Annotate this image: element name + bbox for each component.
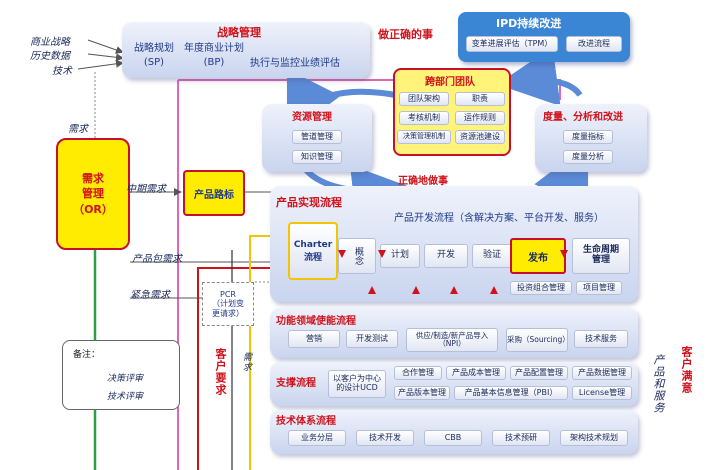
products-services-label: 产品和服务 — [652, 354, 665, 414]
business-layer-item: 业务分层 — [288, 430, 346, 446]
cost-item: 产品成本管理 — [446, 366, 506, 380]
support-title: 支撑流程 — [276, 378, 316, 389]
technical-review-marker — [412, 286, 420, 294]
functional-panel: 功能领域使能流程 营销 开发测试 供应/制造/新产品导入（NPI） 采购（Sou… — [270, 308, 638, 358]
cross-team-panel: 跨部门团队 团队架构 职责 考核机制 运作规则 决策管理机制 资源池建设 — [393, 68, 511, 156]
req-box-line1: 需求 — [82, 171, 104, 185]
resource-panel: 资源管理 管道管理 知识管理 — [262, 104, 372, 172]
tech-dev-item: 技术开发 — [356, 430, 414, 446]
concept-step: 概念 — [338, 238, 376, 274]
release-step: 发布 — [510, 238, 566, 274]
req-box-line3: （OR） — [73, 202, 113, 216]
ipd-improve-item: 改进流程 — [566, 36, 622, 52]
lifecycle-line1: 生命周期 — [582, 245, 619, 256]
tech-research-item: 技术预研 — [492, 430, 550, 446]
input-technology: 技术 — [52, 66, 72, 77]
ipd-title: IPD持续改进 — [496, 17, 562, 30]
sp-label: 战略规划(SP) — [134, 43, 174, 68]
project-item: 项目管理 — [576, 281, 622, 295]
legend-title: 备注： — [73, 350, 101, 360]
legend-decision-label: 决策评审 — [107, 374, 144, 384]
measure-panel: 度量、分析和改进 度量指标 度量分析 — [535, 104, 647, 172]
ucd-line1: 以客户为中心 — [333, 374, 381, 384]
pcr-line2: （计划变 — [212, 299, 244, 309]
decision-review-marker — [560, 250, 568, 258]
tech-service-item: 技术服务 — [574, 330, 628, 348]
cooperation-item: 合作管理 — [394, 366, 442, 380]
mid-term-req-label: 中期需求 — [126, 184, 166, 195]
charter-box: Charter 流程 — [288, 222, 338, 280]
responsibility-item: 职责 — [455, 92, 505, 106]
ipd-panel: IPD持续改进 变革进展评估（TPM） 改进流程 — [458, 12, 630, 62]
pcr-box: PCR （计划变 更请求） — [202, 282, 254, 326]
req-top-label: 需求 — [68, 124, 88, 135]
charter-line1: Charter — [293, 239, 333, 250]
ipd-tpm-item: 变革进展评估（TPM） — [466, 36, 558, 52]
req-box-line2: 管理 — [82, 187, 104, 201]
portfolio-item: 投资组合管理 — [510, 281, 572, 295]
ucd-item: 以客户为中心 的设计UCD — [328, 370, 386, 398]
resource-pool-item: 资源池建设 — [455, 130, 505, 144]
lifecycle-line2: 管理 — [591, 255, 610, 265]
customer-satisfaction-label: 客户满意 — [680, 346, 693, 394]
support-panel: 支撑流程 以客户为中心 的设计UCD 合作管理 产品成本管理 产品配置管理 产品… — [270, 362, 638, 406]
do-right-thing-label: 做正确的事 — [378, 28, 433, 41]
pbi-item: 产品基本信息管理（PBI） — [454, 386, 568, 400]
tech-title: 技术体系流程 — [276, 416, 336, 427]
sourcing-item: 采购（Sourcing） — [506, 328, 570, 352]
team-structure-item: 团队架构 — [399, 92, 449, 106]
version-item: 产品版本管理 — [394, 386, 450, 400]
dev-test-item: 开发测试 — [346, 330, 398, 348]
technical-review-marker — [490, 286, 498, 294]
data-item: 产品数据管理 — [572, 366, 632, 380]
lifecycle-step: 生命周期 管理 — [572, 238, 630, 274]
customer-requirement-label: 客户要求 — [214, 348, 227, 396]
resource-title: 资源管理 — [292, 112, 332, 123]
arch-planning-item: 架构技术规划 — [560, 430, 628, 446]
bp-label: 年度商业计划(BP) — [184, 43, 244, 68]
do-things-right-label: 正确地做事 — [398, 176, 448, 187]
pcr-line1: PCR — [220, 289, 236, 299]
requirement-vertical-label: 需求 — [241, 352, 251, 372]
license-item: License管理 — [572, 386, 632, 400]
product-flow-title: 产品实现流程 — [276, 196, 342, 209]
knowledge-item: 知识管理 — [292, 150, 342, 164]
cross-team-title: 跨部门团队 — [425, 77, 475, 88]
product-flow-subtitle: 产品开发流程（含解决方案、平台开发、服务） — [394, 213, 604, 224]
plan-step: 计划 — [380, 244, 420, 268]
assessment-item: 考核机制 — [399, 111, 449, 125]
supply-npi-item: 供应/制造/新产品导入（NPI） — [406, 328, 498, 352]
decision-review-marker — [338, 250, 346, 258]
product-roadmap-box: 产品路标 — [183, 170, 245, 216]
urgent-req-label: 紧急需求 — [130, 290, 170, 301]
legend-technical-label: 技术评审 — [107, 392, 144, 402]
technical-review-marker — [368, 286, 376, 294]
pipeline-item: 管道管理 — [292, 130, 342, 144]
input-business-strategy: 商业战略 — [30, 37, 70, 48]
legend-box: 备注： 决策评审 技术评审 — [62, 340, 180, 410]
marketing-item: 营销 — [288, 330, 340, 348]
exec-monitor-label: 执行与监控业绩评估 — [250, 58, 340, 69]
functional-title: 功能领域使能流程 — [276, 316, 356, 327]
strategy-title: 战略管理 — [217, 26, 261, 39]
package-req-label: 产品包需求 — [132, 254, 182, 265]
input-historical-data: 历史数据 — [30, 51, 70, 62]
decision-review-marker — [378, 250, 386, 258]
pcr-line3: 更请求） — [212, 308, 244, 318]
ucd-line2: 的设计UCD — [336, 383, 378, 392]
operating-rules-item: 运作规则 — [455, 111, 505, 125]
cbb-item: CBB — [424, 430, 482, 446]
requirement-management-box: 需求 管理 （OR） — [56, 138, 130, 250]
decision-mechanism-item: 决策管理机制 — [397, 130, 451, 144]
develop-step: 开发 — [424, 244, 468, 268]
analysis-item: 度量分析 — [563, 150, 613, 164]
strategy-panel: 战略管理 战略规划(SP) 年度商业计划(BP) 执行与监控业绩评估 — [122, 22, 370, 78]
charter-line2: 流程 — [303, 252, 322, 263]
metrics-item: 度量指标 — [563, 130, 613, 144]
measure-title: 度量、分析和改进 — [543, 112, 623, 123]
concept-label: 概念 — [352, 247, 363, 265]
config-item: 产品配置管理 — [510, 366, 568, 380]
tech-panel: 技术体系流程 业务分层 技术开发 CBB 技术预研 架构技术规划 — [270, 410, 638, 454]
technical-review-marker — [450, 286, 458, 294]
